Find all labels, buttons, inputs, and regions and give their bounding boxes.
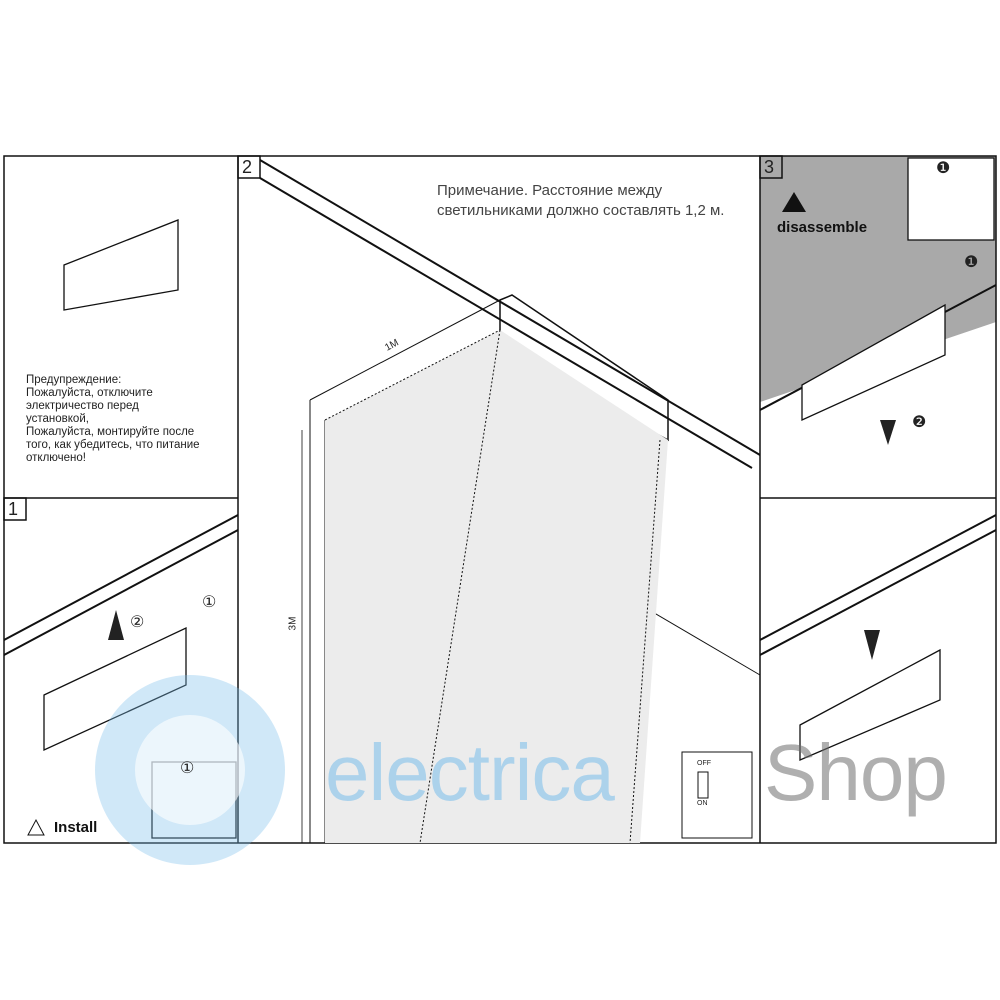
switch-on-label: ON: [697, 800, 708, 807]
step3-inset-marker-1: ❶: [936, 160, 951, 177]
dimension-height: 3M: [287, 616, 299, 631]
warning-line: того, как убедитесь, что питание: [26, 439, 200, 451]
step3-marker-2: ❷: [912, 414, 927, 431]
warning-line: отключено!: [26, 452, 86, 464]
step1-marker-2: ②: [130, 614, 145, 631]
distance-note: Примечание. Расстояние между светильника…: [437, 182, 725, 219]
disassemble-label: disassemble: [777, 219, 868, 236]
step3-number: 3: [764, 157, 775, 177]
warning-line: Пожалуйста, монтируйте после: [26, 426, 195, 438]
warning-line: Пожалуйста, отключите: [26, 387, 153, 399]
watermark-part2: Shop: [764, 728, 948, 817]
warning-title: Предупреждение:: [26, 374, 122, 386]
warning-text: Предупреждение: Пожалуйста, отключите эл…: [26, 374, 231, 465]
warning-line: электричество перед: [26, 400, 139, 412]
install-label: Install: [54, 819, 98, 836]
step1-number: 1: [8, 499, 19, 519]
light-beam: [325, 330, 668, 843]
watermark-part1: electrica: [325, 728, 615, 817]
step2-number: 2: [242, 157, 253, 177]
step1-marker-1: ①: [202, 594, 217, 611]
warning-line: установкой,: [26, 413, 89, 425]
step3-marker-1: ❶: [964, 254, 979, 271]
fixtures: [43, 157, 995, 839]
track-rail: [259, 159, 761, 469]
step1-inset-marker-1: ①: [180, 760, 195, 777]
switch-box: [681, 751, 753, 839]
switch-off-label: OFF: [697, 760, 711, 767]
